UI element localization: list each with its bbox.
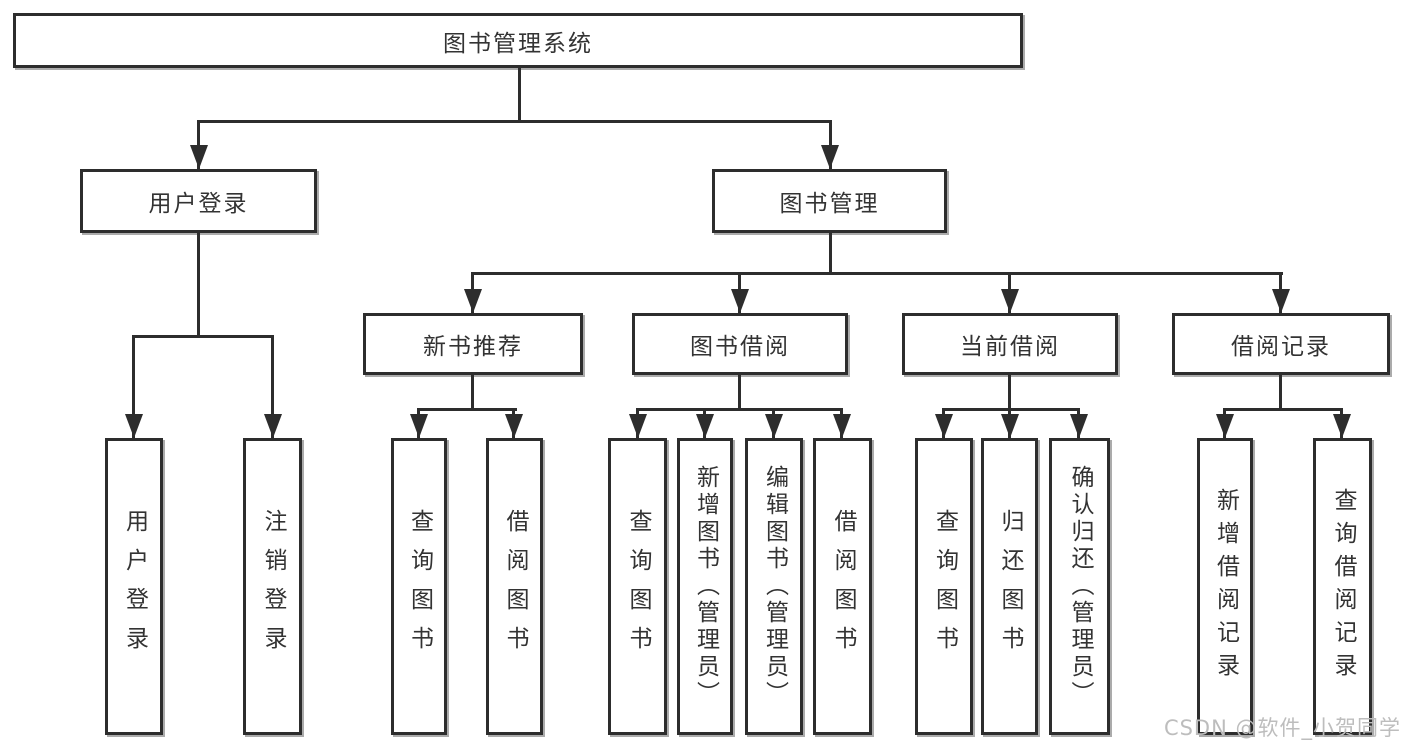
arrowhead [765,414,783,438]
node-leaf-add-borrow-record: 新增借阅记录 [1197,438,1253,735]
node-book-management: 图书管理 [712,169,947,233]
connector [271,335,274,438]
arrowhead [833,414,851,438]
arrowhead [464,289,482,313]
arrowhead [1272,289,1290,313]
node-leaf-add-books-admin: 新增图书（管理员） [677,438,733,735]
connector [197,233,200,337]
connector [738,375,741,411]
connector [417,408,517,411]
arrowhead [1001,289,1019,313]
arrowhead [1333,414,1351,438]
node-borrowing-records: 借阅记录 [1172,313,1390,375]
node-user-login: 用户登录 [80,169,317,233]
connector [132,335,135,438]
connector [518,68,521,123]
arrowhead [696,414,714,438]
arrowhead [1001,414,1019,438]
connector [132,335,274,338]
node-book-borrowing: 图书借阅 [632,313,848,375]
node-current-borrowing: 当前借阅 [902,313,1118,375]
connector [636,408,843,411]
node-leaf-query-borrow-record: 查询借阅记录 [1313,438,1372,735]
connector [471,272,1283,275]
arrowhead [935,414,953,438]
arrowhead [125,414,143,438]
node-leaf-edit-books-admin: 编辑图书（管理员） [745,438,803,735]
connector [942,408,1080,411]
node-library-management-system: 图书管理系统 [13,13,1023,68]
arrowhead [264,414,282,438]
node-leaf-confirm-return-admin: 确认归还（管理员） [1049,438,1110,735]
connector [829,233,832,274]
arrowhead [629,414,647,438]
arrowhead [505,414,523,438]
node-leaf-logout: 注销登录 [243,438,302,735]
connector [1279,375,1282,411]
arrowhead [1216,414,1234,438]
node-leaf-user-login: 用户登录 [105,438,163,735]
node-leaf-borrow-books-1: 借阅图书 [486,438,543,735]
connector [1223,408,1343,411]
node-leaf-return-books: 归还图书 [981,438,1038,735]
csdn-watermark: CSDN @软件_小贺同学 [1163,716,1401,740]
arrowhead [410,414,428,438]
connector [471,375,474,411]
connector [1008,375,1011,411]
arrowhead [1070,414,1088,438]
node-leaf-borrow-books-2: 借阅图书 [813,438,872,735]
node-leaf-query-books-3: 查询图书 [915,438,973,735]
connector [197,120,200,169]
node-leaf-query-books-1: 查询图书 [391,438,447,735]
arrowhead [731,289,749,313]
connector [197,120,832,123]
arrowhead [821,145,839,169]
connector [829,120,832,169]
node-new-book-recommendation: 新书推荐 [363,313,583,375]
arrowhead [190,145,208,169]
node-leaf-query-books-2: 查询图书 [608,438,667,735]
